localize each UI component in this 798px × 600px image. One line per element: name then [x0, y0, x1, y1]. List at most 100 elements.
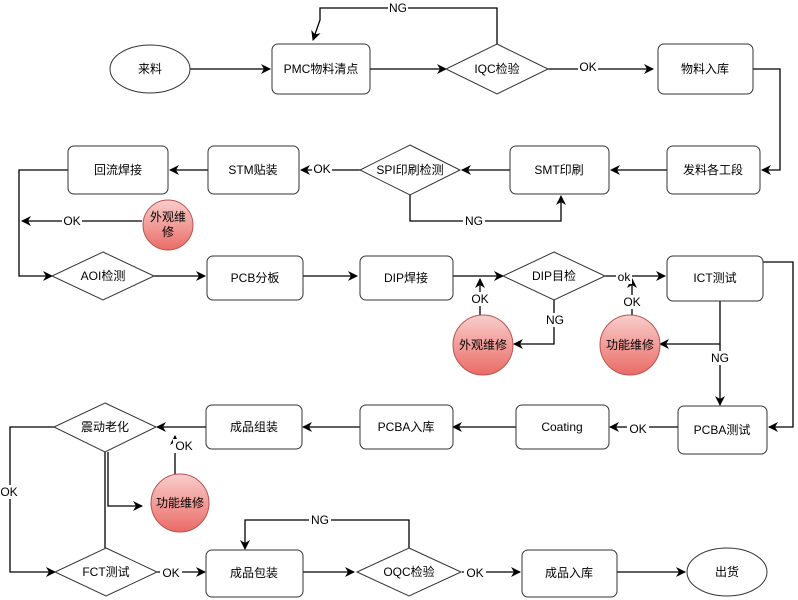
- node-stm-label: STM贴装: [228, 163, 277, 177]
- label-iqc-ok: OK: [578, 60, 598, 74]
- node-aging-label: 震动老化: [81, 420, 129, 434]
- edge-labels: NG OK OK NG OK ok NG OK OK NG OK OK OK O…: [0, 1, 731, 580]
- node-fct[interactable]: FCT测试: [53, 547, 159, 597]
- label-fct-ok: OK: [160, 566, 182, 580]
- label-dip-ng-text: NG: [546, 313, 564, 327]
- node-repair1-label: 外观维: [150, 210, 186, 224]
- label-coat-ok-text: OK: [629, 422, 646, 436]
- node-dip-weld-label: DIP焊接: [384, 270, 428, 285]
- label-aging-ok: OK: [0, 485, 20, 499]
- label-spi-ng-text: NG: [465, 214, 483, 228]
- node-oqc[interactable]: OQC检验: [355, 547, 463, 597]
- node-coating[interactable]: Coating: [515, 404, 610, 450]
- node-coating-label: Coating: [541, 420, 582, 434]
- node-dip-weld[interactable]: DIP焊接: [359, 255, 454, 301]
- label-dip-ng: NG: [544, 313, 566, 327]
- nodes: 来料 PMC物料清点 IQC检验 物料入库 发料各工段 SMT印刷 SPI印刷检…: [50, 43, 768, 598]
- node-pack[interactable]: 成品包装: [205, 549, 304, 598]
- node-ship[interactable]: 出货: [686, 547, 768, 597]
- label-repair2-ok-text: OK: [471, 292, 488, 306]
- label-ict-ng-text: NG: [711, 351, 729, 365]
- node-spi[interactable]: SPI印刷检测: [358, 144, 462, 196]
- node-reflow[interactable]: 回流焊接: [67, 145, 169, 195]
- edge-ict-ng-to-func1: [659, 301, 721, 349]
- node-fct-label: FCT测试: [82, 564, 129, 579]
- label-iqc-ok-text: OK: [579, 60, 596, 74]
- node-spi-label: SPI印刷检测: [376, 162, 443, 177]
- label-fct-ok-text: OK: [162, 566, 179, 580]
- label-spi-ok-text: OK: [313, 162, 330, 176]
- label-oqc-ok: OK: [464, 566, 486, 580]
- label-oqc-ok-text: OK: [466, 566, 483, 580]
- label-iqc-ng-text: NG: [389, 1, 407, 15]
- node-smt-print-label: SMT印刷: [534, 163, 583, 177]
- node-pcba-test[interactable]: PCBA测试: [677, 405, 768, 455]
- node-dip-check-label: DIP目检: [532, 268, 576, 283]
- node-start-label: 来料: [138, 62, 162, 76]
- edge-spi-ng-to-smt: [409, 195, 566, 222]
- node-repair1[interactable]: 外观维 修: [142, 199, 194, 251]
- label-spi-ok: OK: [312, 162, 332, 176]
- label-iqc-ng: NG: [388, 1, 408, 15]
- node-pcb-split-label: PCB分板: [231, 271, 280, 285]
- node-fin-in-label: 成品入库: [545, 565, 593, 580]
- node-aoi-label: AOI检测: [81, 268, 126, 283]
- node-pcb-split[interactable]: PCB分板: [206, 255, 304, 301]
- node-iqc[interactable]: IQC检验: [444, 43, 550, 95]
- edge-ict-right-to-pcbatest: [763, 261, 794, 432]
- node-repair1-label-line2: 修: [162, 224, 174, 239]
- edge-stock-to-issue: [753, 68, 781, 175]
- node-smt-print[interactable]: SMT印刷: [509, 145, 610, 195]
- label-ict-ng: NG: [709, 351, 731, 365]
- node-issue[interactable]: 发料各工段: [666, 145, 761, 195]
- node-func2-label: 功能维修: [156, 495, 204, 510]
- edge-reflow-to-aoi: [18, 169, 68, 281]
- node-pmc[interactable]: PMC物料清点: [271, 43, 371, 95]
- node-dip-check[interactable]: DIP目检: [501, 251, 607, 301]
- label-dip-ok: ok: [616, 270, 632, 284]
- label-spi-ng: NG: [463, 214, 485, 228]
- node-func1-label: 功能维修: [606, 337, 654, 352]
- node-stock-in[interactable]: 物料入库: [657, 43, 754, 95]
- node-assembly[interactable]: 成品组装: [205, 404, 303, 450]
- label-func1-ok: OK: [621, 295, 643, 309]
- node-aging[interactable]: 震动老化: [52, 402, 158, 453]
- node-pack-label: 成品包装: [230, 566, 278, 580]
- node-iqc-label: IQC检验: [474, 61, 519, 76]
- node-func2[interactable]: 功能维修: [150, 473, 210, 533]
- node-repair2[interactable]: 外观维修: [452, 314, 514, 376]
- edge-aging-to-func2: [107, 452, 143, 511]
- node-pcba-test-label: PCBA测试: [694, 422, 751, 437]
- label-oqc-ng: NG: [309, 513, 331, 527]
- node-ict-label: ICT测试: [693, 270, 736, 285]
- label-oqc-ng-text: NG: [311, 513, 329, 527]
- node-aoi[interactable]: AOI检测: [50, 251, 156, 301]
- node-pcba-in-label: PCBA入库: [378, 419, 435, 434]
- node-fin-in[interactable]: 成品入库: [521, 549, 618, 598]
- label-repair2-ok: OK: [470, 292, 490, 306]
- label-dip-ok-text: ok: [618, 270, 632, 284]
- node-issue-label: 发料各工段: [683, 162, 743, 177]
- node-assembly-label: 成品组装: [230, 420, 278, 434]
- label-repair1-ok: OK: [62, 214, 82, 228]
- node-reflow-label: 回流焊接: [94, 162, 142, 177]
- node-repair2-label: 外观维修: [459, 337, 507, 352]
- label-coat-ok: OK: [627, 422, 649, 436]
- label-func1-ok-text: OK: [623, 295, 640, 309]
- node-stm[interactable]: STM贴装: [207, 145, 300, 195]
- edge-iqc-ng-to-pmc: [311, 7, 498, 44]
- label-func2-ok: OK: [173, 439, 195, 453]
- label-aging-ok-text: OK: [0, 485, 17, 499]
- node-pcba-in[interactable]: PCBA入库: [359, 404, 454, 450]
- node-start[interactable]: 来料: [109, 44, 191, 94]
- node-stock-in-label: 物料入库: [681, 61, 729, 76]
- node-ict[interactable]: ICT测试: [666, 255, 764, 302]
- node-pmc-label: PMC物料清点: [284, 62, 359, 76]
- node-func1[interactable]: 功能维修: [599, 314, 661, 376]
- edge-aging-ok-to-fct: [9, 426, 56, 577]
- label-func2-ok-text: OK: [175, 439, 192, 453]
- node-ship-label: 出货: [715, 564, 739, 579]
- edges: [9, 7, 794, 577]
- label-repair1-ok-text: OK: [63, 214, 80, 228]
